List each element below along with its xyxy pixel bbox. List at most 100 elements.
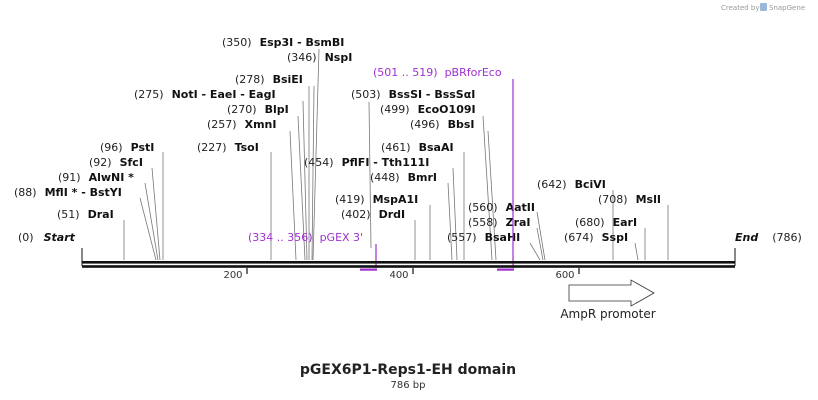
site-name: BlpI [265, 103, 289, 116]
site-aatii[interactable]: (560) AatII [468, 201, 535, 214]
start-position: (0) [18, 231, 34, 244]
site-name: BsiEI [273, 73, 303, 86]
site-bsahi[interactable]: (557) BsaHI [447, 231, 520, 244]
site-position: (448) [370, 171, 400, 184]
site-position: (558) [468, 216, 498, 229]
sequence-start: (0) Start [18, 231, 83, 266]
scale-label-400: 400 [389, 270, 408, 281]
credit-brand: SnapGene [769, 4, 805, 12]
site-position: (454) [304, 156, 334, 169]
site-name: NotI - EaeI - EagI [172, 88, 276, 101]
site-sfci[interactable]: (92)SfcI [89, 156, 143, 169]
dna-backbone [82, 261, 735, 268]
site-msli[interactable]: (708) MslI [598, 193, 661, 206]
map-title: pGEX6P1-Reps1-EH domain [300, 362, 516, 378]
site-pflfi-tth111i[interactable]: (454)PflFI - Tth111I [304, 156, 429, 169]
site-name: DraI [88, 208, 114, 221]
site-position: (278) [235, 73, 265, 86]
forward-arrow-icon [568, 279, 655, 307]
map-subtitle: 786 bp [391, 380, 426, 391]
site-bmri[interactable]: (448) BmrI [370, 171, 437, 184]
site-position: (680) [575, 216, 605, 229]
site-psti[interactable]: (96)PstI [100, 141, 154, 154]
site-position: (674) [564, 231, 594, 244]
site-position: (557) [447, 231, 477, 244]
leader-nspi [311, 85, 315, 261]
primer-range: (501 .. 519) [373, 66, 438, 79]
leader-blpi [297, 115, 306, 261]
primer-name: pBRforEco [445, 66, 502, 79]
site-name: AatII [506, 201, 535, 214]
site-position: (96) [100, 141, 123, 154]
svg-text:(0)Start: (0) Start [18, 231, 76, 244]
site-sspi[interactable]: (674) SspI [564, 231, 628, 244]
site-position: (227) [197, 141, 227, 154]
site-bsaai[interactable]: (461) BsaAI [381, 141, 454, 154]
scale-ruler: 200 400 600 [223, 268, 580, 281]
site-blpi[interactable]: (270)BlpI [227, 103, 289, 116]
site-drai[interactable]: (51) DraI [57, 208, 114, 221]
site-position: (708) [598, 193, 628, 206]
svg-text:End(786): End(786) [735, 231, 802, 244]
leader-bsssi [368, 101, 372, 249]
leader-xmni [289, 130, 297, 261]
leader-pflfi [452, 167, 458, 261]
primer-pbrforeco[interactable]: (501 .. 519) pBRforEco [373, 66, 502, 79]
site-position: (346) [287, 51, 317, 64]
site-position: (402) [341, 208, 371, 221]
leader-esp3i [312, 48, 320, 261]
primer-name: pGEX 3' [320, 231, 364, 244]
site-position: (560) [468, 201, 498, 214]
scale-label-200: 200 [223, 270, 242, 281]
leader-sfci [151, 167, 161, 261]
strand-bottom [82, 265, 735, 268]
site-drdi[interactable]: (402) DrdI [341, 208, 405, 221]
site-mspa1i[interactable]: (419)MspA1I [335, 193, 418, 206]
site-tsoi[interactable]: (227)TsoI [197, 141, 259, 154]
site-position: (642) [537, 178, 567, 191]
site-bsiei[interactable]: (278) BsiEI [235, 73, 303, 86]
leader-bbsi [487, 130, 497, 261]
leader-bmri [447, 182, 453, 261]
site-noti-eaei-eagi[interactable]: (275)NotI - EaeI - EagI [134, 88, 276, 101]
site-position: (91) [58, 171, 81, 184]
site-zrai[interactable]: (558) ZraI [468, 216, 531, 229]
site-position: (51) [57, 208, 80, 221]
site-name: XmnI [245, 118, 277, 131]
site-position: (257) [207, 118, 237, 131]
site-name: EcoO109I [418, 103, 476, 116]
start-label: Start [44, 231, 76, 244]
site-xmni[interactable]: (257) XmnI [207, 118, 276, 131]
site-name: SspI [602, 231, 628, 244]
feature-label: AmpR promoter [560, 307, 655, 321]
site-eari[interactable]: (680)EarI [575, 216, 637, 229]
site-alwni[interactable]: (91) AlwNI * [58, 171, 134, 184]
site-name: BsaAI [419, 141, 454, 154]
primer-range: (334 .. 356) [248, 231, 313, 244]
sequence-end: End(786) [734, 231, 802, 266]
scale-label-600: 600 [555, 270, 574, 281]
site-bbsi[interactable]: (496) BbsI [410, 118, 475, 131]
site-name: BmrI [408, 171, 437, 184]
site-nspi[interactable]: (346)NspI [287, 51, 352, 64]
site-esp3i-bsmbi[interactable]: (350) Esp3I - BsmBI [222, 36, 344, 49]
leader-alwni [144, 182, 159, 261]
site-ecoo109i[interactable]: (499)EcoO109I [380, 103, 476, 116]
site-name: AlwNI * [89, 171, 135, 184]
site-name: DrdI [379, 208, 406, 221]
site-position: (350) [222, 36, 252, 49]
site-mfli-bstyi[interactable]: (88)MflI * - BstYI [14, 186, 122, 199]
site-bsssi-bsssai[interactable]: (503)BssSI - BssSαI [351, 88, 475, 101]
primer-pgex3[interactable]: (334 .. 356) pGEX 3' [248, 231, 363, 244]
site-position: (461) [381, 141, 411, 154]
leader-sspi [634, 242, 639, 261]
credit-prefix: Created by [721, 4, 760, 12]
site-bcivi[interactable]: (642)BciVI [537, 178, 606, 191]
site-name: MslI [636, 193, 661, 206]
site-position: (496) [410, 118, 440, 131]
site-name: Esp3I - BsmBI [260, 36, 345, 49]
feature-ampr-promoter[interactable]: AmpR promoter [560, 279, 656, 321]
site-name: ZraI [506, 216, 531, 229]
site-name: BsaHI [485, 231, 521, 244]
site-name: BbsI [448, 118, 475, 131]
